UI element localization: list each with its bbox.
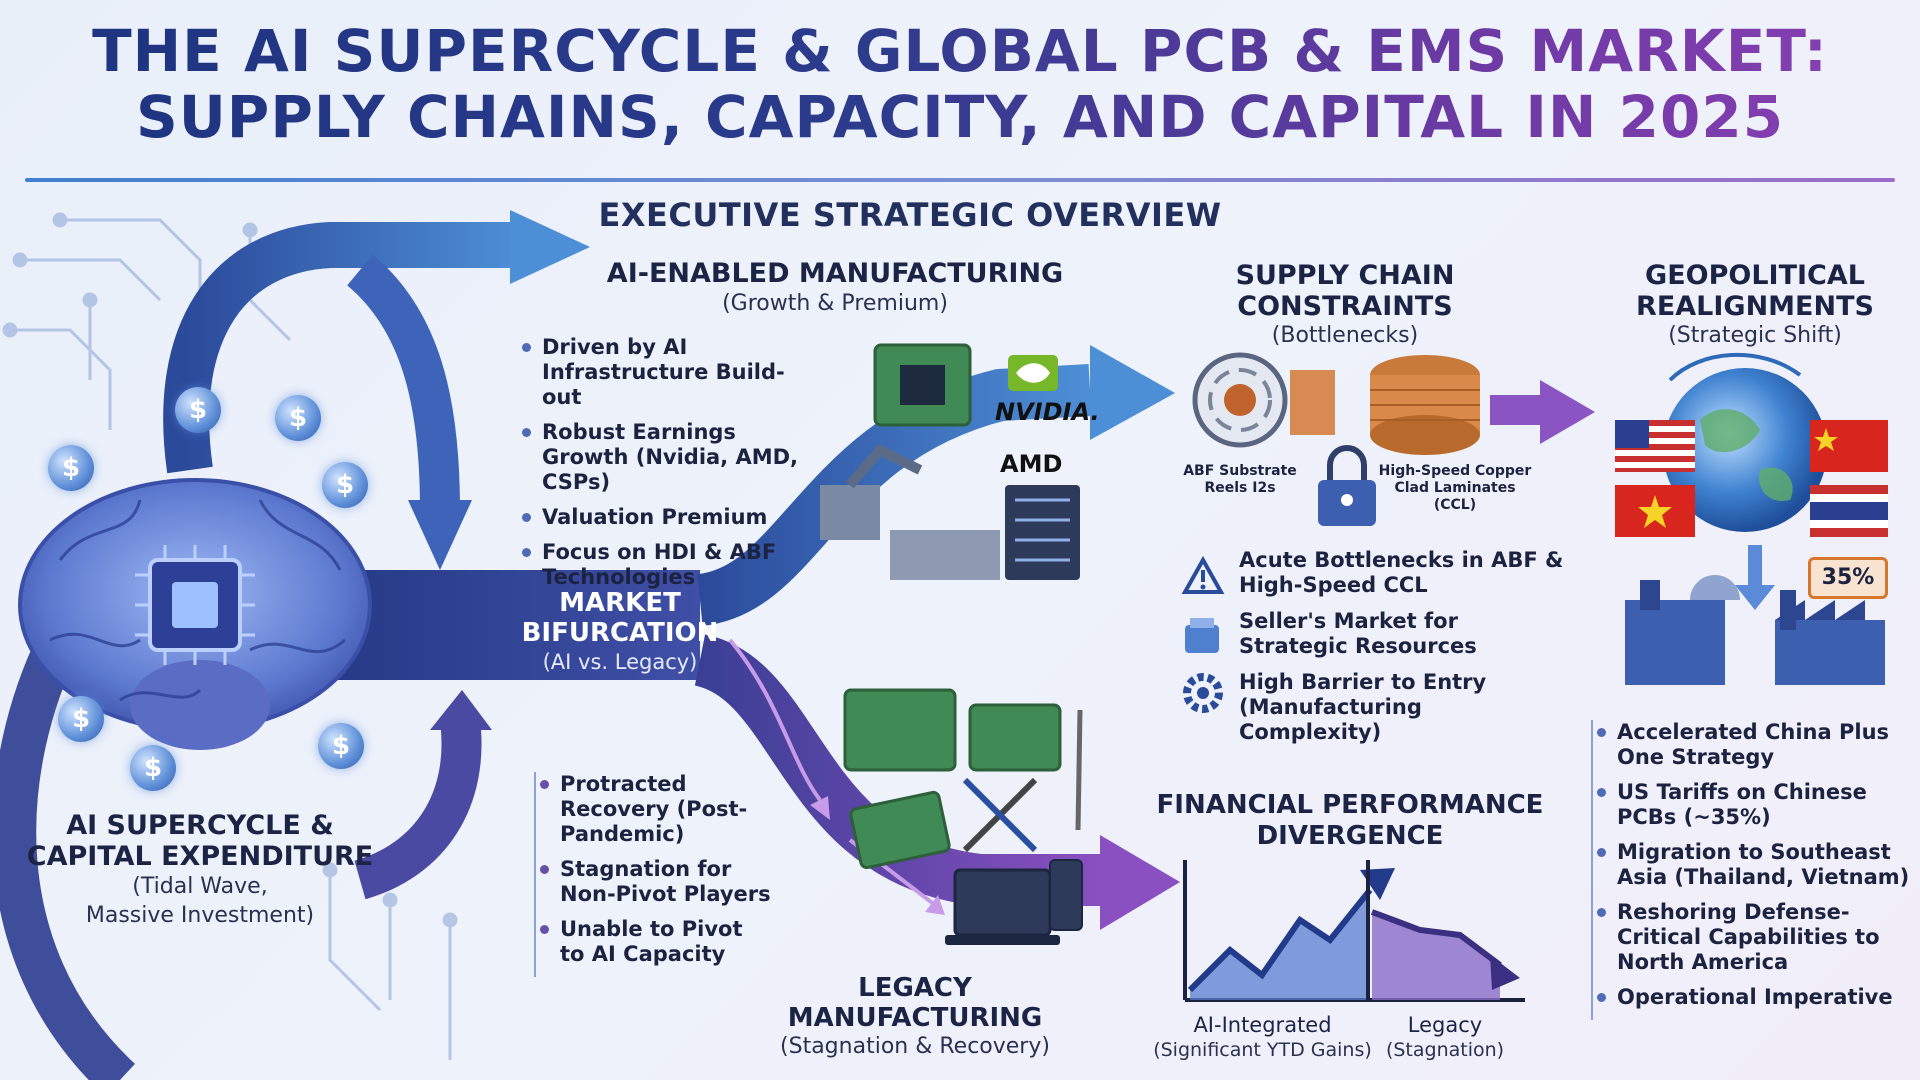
list-item: US Tariffs on Chinese PCBs (~35%) <box>1593 780 1917 830</box>
ccl-label-line: High-Speed Copper <box>1378 463 1532 479</box>
bifurcation-title-1: MARKET <box>559 588 681 618</box>
list-item: Valuation Premium <box>518 505 818 530</box>
ai-manufacturing-sub: (Growth & Premium) <box>722 291 948 316</box>
gear-icon <box>1183 673 1223 713</box>
financial-heading-2: DIVERGENCE <box>1256 821 1444 851</box>
financial-heading-1: FINANCIAL PERFORMANCE <box>1156 790 1544 820</box>
ai-integrated-label: AI-Integrated (Significant YTD Gains) <box>1145 1013 1380 1062</box>
ccl-label-line: Clad Laminates <box>1394 480 1516 496</box>
tariff-tag: 35% <box>1808 557 1888 599</box>
legacy-heading-1: LEGACY <box>858 973 972 1003</box>
list-item: Driven by AI Infrastructure Build-out <box>518 335 818 410</box>
ai-hardware-illustration <box>820 343 1080 580</box>
supercycle-sub-2: Massive Investment) <box>85 903 315 928</box>
dollar-coin-icon: $ <box>48 445 94 491</box>
us-flag-icon <box>1615 420 1695 472</box>
supply-item-text: Acute Bottlenecks in ABF & High-Speed CC… <box>1239 548 1564 597</box>
abf-label-line: ABF Substrate <box>1183 463 1297 479</box>
list-item: Stagnation for Non-Pivot Players <box>536 857 774 907</box>
legacy-chart-title: Legacy <box>1407 1013 1483 1037</box>
dollar-coin-icon: $ <box>318 723 364 769</box>
supply-item: Seller's Market for Strategic Resources <box>1195 609 1565 659</box>
thailand-flag-icon <box>1810 485 1888 537</box>
ai-manufacturing-heading: AI-ENABLED MANUFACTURING <box>606 258 1064 289</box>
geopolitical-heading-2: REALIGNMENTS <box>1636 291 1874 322</box>
supply-chain-heading-1: SUPPLY CHAIN <box>1235 260 1455 291</box>
supply-item-text: High Barrier to Entry (Manufacturing Com… <box>1239 670 1487 744</box>
legacy-bullets: Protracted Recovery (Post-Pandemic) Stag… <box>534 772 774 977</box>
ai-integrated-title: AI-Integrated <box>1193 1013 1332 1037</box>
abf-reel-icon <box>1192 352 1335 448</box>
dollar-coin-icon: $ <box>322 462 368 508</box>
legacy-heading-2: MANUFACTURING <box>787 1003 1043 1033</box>
ai-manufacturing-bullets: Driven by AI Infrastructure Build-out Ro… <box>518 335 818 600</box>
abf-label-line: Reels I2s <box>1204 480 1276 496</box>
supercycle-block: AI SUPERCYCLE & CAPITAL EXPENDITURE (Tid… <box>10 810 390 930</box>
dollar-coin-icon: $ <box>175 387 221 433</box>
supply-chain-sub: (Bottlenecks) <box>1271 323 1419 348</box>
supply-item: Acute Bottlenecks in ABF & High-Speed CC… <box>1195 548 1565 598</box>
ccl-label: High-Speed Copper Clad Laminates (CCL) <box>1370 463 1540 514</box>
list-item: Robust Earnings Growth (Nvidia, AMD, CSP… <box>518 420 818 495</box>
amd-logo: AMD <box>1000 450 1063 478</box>
bifurcation-block: MARKET BIFURCATION (AI vs. Legacy) <box>505 588 735 676</box>
supercycle-heading-1: AI SUPERCYCLE & <box>66 810 334 841</box>
abf-label: ABF Substrate Reels I2s <box>1180 463 1300 497</box>
financial-divergence-chart <box>1183 860 1525 1002</box>
dollar-coin-icon: $ <box>58 696 104 742</box>
title-divider <box>25 178 1895 182</box>
supply-chain-heading-2: CONSTRAINTS <box>1237 291 1453 322</box>
vietnam-flag-icon <box>1615 485 1695 537</box>
seller-tag-icon <box>1185 618 1219 653</box>
supply-item: High Barrier to Entry (Manufacturing Com… <box>1195 670 1565 745</box>
china-flag-icon <box>1810 420 1888 472</box>
legacy-hardware-illustration <box>843 688 1083 945</box>
list-item: Reshoring Defense-Critical Capabilities … <box>1593 900 1917 975</box>
legacy-sub: (Stagnation & Recovery) <box>780 1034 1050 1059</box>
ai-manufacturing-header: AI-ENABLED MANUFACTURING (Growth & Premi… <box>590 258 1080 318</box>
lock-icon <box>1318 445 1376 526</box>
brain-icon <box>18 478 372 750</box>
nvidia-logo: NVIDIA. <box>995 398 1100 426</box>
list-item: Accelerated China Plus One Strategy <box>1593 720 1917 770</box>
geopolitical-sub: (Strategic Shift) <box>1668 323 1842 348</box>
geopolitical-header: GEOPOLITICAL REALIGNMENTS (Strategic Shi… <box>1600 260 1910 350</box>
list-item: Migration to Southeast Asia (Thailand, V… <box>1593 840 1917 890</box>
copper-spool-icon <box>1370 355 1480 455</box>
supercycle-sub-1: (Tidal Wave, <box>132 874 268 899</box>
list-item: Focus on HDI & ABF Technologies <box>518 540 818 590</box>
legacy-chart-label: Legacy (Stagnation) <box>1380 1013 1510 1062</box>
legacy-header: LEGACY MANUFACTURING (Stagnation & Recov… <box>720 973 1110 1061</box>
ccl-label-line: (CCL) <box>1433 497 1477 513</box>
bifurcation-title-2: BIFURCATION <box>521 618 719 648</box>
circuit-traces <box>2 212 458 1060</box>
ai-integrated-sub: (Significant YTD Gains) <box>1153 1039 1372 1061</box>
warning-icon <box>1181 555 1225 594</box>
list-item: Operational Imperative <box>1593 985 1917 1010</box>
dollar-coin-icon: $ <box>130 745 176 791</box>
bifurcation-sub: (AI vs. Legacy) <box>542 650 698 674</box>
list-item: Unable to Pivot to AI Capacity <box>536 917 774 967</box>
supply-item-text: Seller's Market for Strategic Resources <box>1239 609 1477 658</box>
financial-header: FINANCIAL PERFORMANCE DIVERGENCE <box>1150 790 1550 852</box>
geopolitical-heading-1: GEOPOLITICAL <box>1645 260 1865 291</box>
dollar-coin-icon: $ <box>275 395 321 441</box>
supply-chain-header: SUPPLY CHAIN CONSTRAINTS (Bottlenecks) <box>1180 260 1510 350</box>
supercycle-heading-2: CAPITAL EXPENDITURE <box>26 841 374 872</box>
geopolitical-bullets: Accelerated China Plus One Strategy US T… <box>1591 720 1917 1020</box>
legacy-chart-sub: (Stagnation) <box>1385 1039 1505 1061</box>
globe-icon <box>1663 352 1827 532</box>
section-subtitle: EXECUTIVE STRATEGIC OVERVIEW <box>598 196 1222 234</box>
factory-icon <box>1625 545 1885 685</box>
list-item: Protracted Recovery (Post-Pandemic) <box>536 772 774 847</box>
